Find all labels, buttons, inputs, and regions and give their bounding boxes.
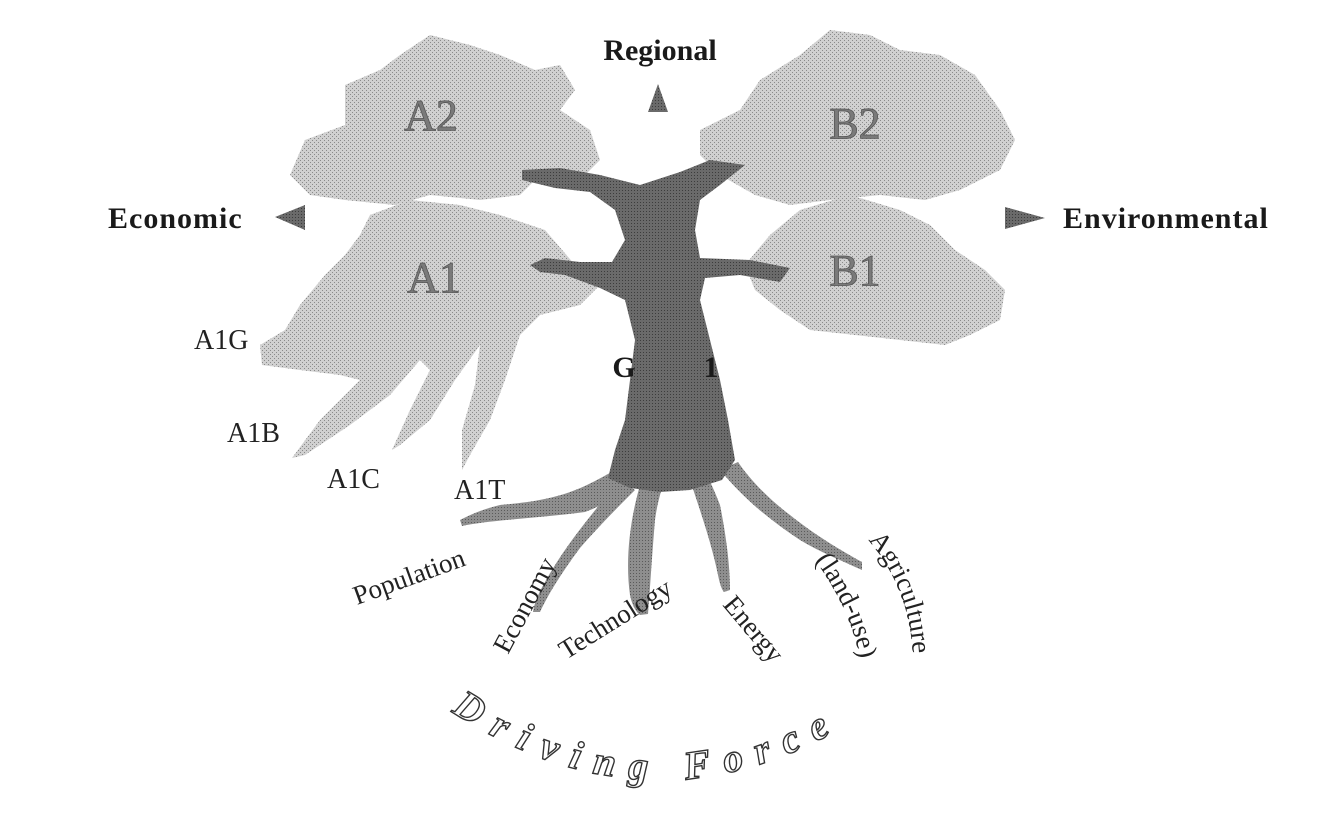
root-label-land-use: (land-use) bbox=[810, 546, 883, 660]
root-agriculture bbox=[720, 462, 862, 570]
root-label-land-use-path: (land-use) bbox=[810, 546, 883, 660]
root-technology bbox=[628, 485, 662, 615]
root-population bbox=[460, 470, 625, 526]
branch-label-a1: A1 bbox=[407, 253, 461, 302]
root-economy bbox=[533, 480, 635, 612]
root-energy bbox=[690, 478, 730, 592]
root-label-population: Population bbox=[349, 542, 470, 610]
axis-label-regional: Regional bbox=[603, 34, 716, 67]
canopy-a2 bbox=[290, 35, 600, 205]
canopy-b2 bbox=[700, 30, 1015, 205]
root-label-energy: Energy bbox=[717, 590, 790, 669]
trunk bbox=[522, 160, 790, 492]
sub-branch-label-a1t: A1T bbox=[454, 475, 505, 506]
right-arrow-icon bbox=[1005, 207, 1045, 229]
trunk-label-g: G bbox=[612, 351, 635, 384]
roots bbox=[460, 462, 862, 615]
root-label-technology: Technology bbox=[553, 572, 677, 665]
canopy-b1 bbox=[745, 195, 1005, 345]
branch-label-b2: B2 bbox=[829, 99, 880, 148]
axis-label-economic: Economic bbox=[108, 202, 243, 235]
canopy-a1 bbox=[260, 200, 600, 470]
up-arrow-icon bbox=[648, 84, 668, 112]
sub-branch-label-a1c: A1C bbox=[327, 464, 380, 495]
branch-label-a2: A2 bbox=[404, 91, 458, 140]
left-arrow-icon bbox=[275, 205, 305, 230]
trunk-label-1: 1 bbox=[704, 351, 719, 384]
axis-label-environmental: Environmental bbox=[1063, 202, 1269, 235]
sub-branch-label-a1g: A1G bbox=[194, 325, 248, 356]
canopy bbox=[260, 30, 1015, 470]
sub-branch-label-a1b: A1B bbox=[227, 418, 280, 449]
root-label-economy: Economy bbox=[487, 552, 562, 658]
branch-label-b1: B1 bbox=[829, 246, 880, 295]
